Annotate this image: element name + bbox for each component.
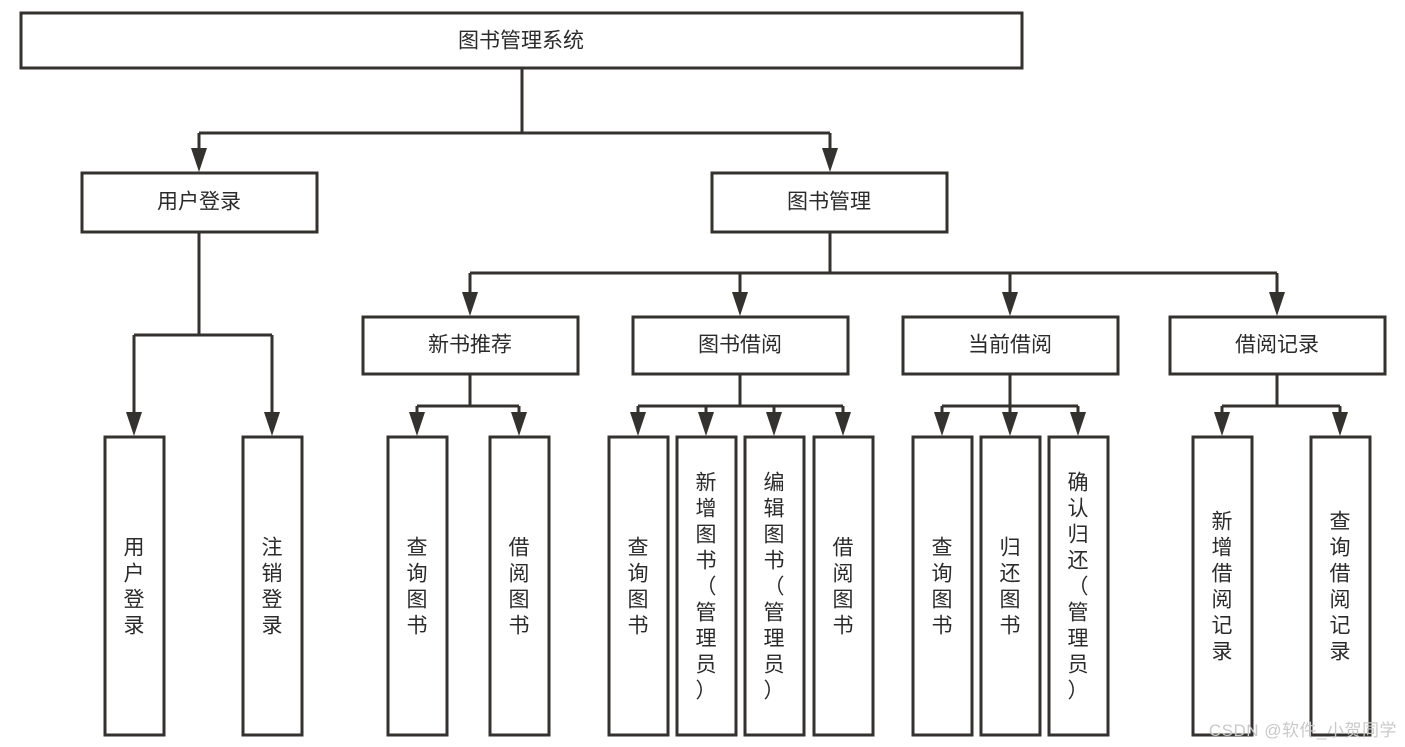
arrow-to-leaf-borrow-book-1 — [511, 412, 527, 436]
node-root-box[interactable] — [19, 11, 1024, 70]
arrow-to-leaf-borrow-book-2 — [835, 412, 851, 436]
node-leaf-return-book-box[interactable] — [979, 435, 1042, 737]
connector-group-book-borrow-to-leaves — [630, 374, 851, 436]
arrow-to-leaf-query-book-1 — [409, 412, 425, 436]
node-borrow-record[interactable]: 借阅记录 — [1168, 315, 1387, 376]
csdn-watermark: CSDN @软件_小贺同学 — [1208, 721, 1397, 740]
node-book-management-box[interactable] — [710, 171, 949, 234]
node-leaf-query-book-1-box[interactable] — [386, 435, 449, 737]
node-leaf-query-book-2[interactable]: 查询图书 — [607, 435, 670, 737]
connector-group-borrow-record-to-leaves — [1214, 374, 1348, 436]
node-leaf-add-borrow-record-box[interactable] — [1191, 435, 1254, 737]
arrow-to-leaf-edit-book — [766, 412, 782, 436]
connector-group-user-login-to-leaves — [126, 232, 280, 436]
node-leaf-user-login-label: 用户登录 — [124, 536, 145, 637]
node-leaf-borrow-book-2[interactable]: 借阅图书 — [812, 435, 875, 737]
node-current-borrow-box[interactable] — [901, 315, 1120, 376]
node-user-login[interactable]: 用户登录 — [80, 171, 319, 234]
node-leaf-confirm-return-label: 确认归还（管理员） — [1068, 471, 1089, 702]
node-root[interactable]: 图书管理系统 — [19, 11, 1024, 70]
node-leaf-borrow-book-2-box[interactable] — [812, 435, 875, 737]
arrow-to-leaf-add-borrow-record — [1214, 412, 1230, 436]
node-leaf-confirm-return[interactable]: 确认归还（管理员） — [1047, 435, 1110, 737]
node-new-book-recommend-box[interactable] — [361, 315, 580, 376]
node-current-borrow[interactable]: 当前借阅 — [901, 315, 1120, 376]
node-leaf-edit-book-box[interactable] — [743, 435, 806, 737]
node-leaf-query-borrow-record[interactable]: 查询借阅记录 — [1309, 435, 1372, 737]
node-leaf-borrow-book-1-label: 借阅图书 — [509, 536, 530, 637]
node-leaf-query-borrow-record-box[interactable] — [1309, 435, 1372, 737]
connector-group-new-book-recommend-to-leaves — [409, 374, 527, 436]
node-leaf-query-borrow-record-label: 查询借阅记录 — [1330, 510, 1351, 663]
node-leaf-add-borrow-record[interactable]: 新增借阅记录 — [1191, 435, 1254, 737]
node-borrow-record-label: 借阅记录 — [1235, 334, 1319, 357]
node-leaf-user-login-box[interactable] — [103, 435, 166, 737]
node-leaf-add-book-label: 新增图书（管理员） — [696, 471, 717, 702]
node-user-login-label: 用户登录 — [157, 191, 241, 214]
node-leaf-add-book[interactable]: 新增图书（管理员） — [675, 435, 738, 737]
node-book-management-label: 图书管理 — [787, 191, 871, 214]
node-leaf-edit-book-label: 编辑图书（管理员） — [764, 471, 785, 702]
node-leaf-query-book-3-box[interactable] — [911, 435, 974, 737]
node-leaf-add-borrow-record-label: 新增借阅记录 — [1212, 510, 1233, 663]
arrow-to-leaf-query-borrow-record — [1332, 412, 1348, 436]
node-leaf-borrow-book-1[interactable]: 借阅图书 — [488, 435, 551, 737]
node-book-borrow-box[interactable] — [631, 315, 850, 376]
node-book-borrow-label: 图书借阅 — [698, 334, 782, 357]
node-user-login-box[interactable] — [80, 171, 319, 234]
node-leaf-return-book[interactable]: 归还图书 — [979, 435, 1042, 737]
node-leaf-logout-login-box[interactable] — [241, 435, 304, 737]
arrow-to-leaf-confirm-return — [1070, 412, 1086, 436]
arrow-to-current-borrow — [1002, 292, 1018, 316]
arrow-to-new-book-recommend — [462, 292, 478, 316]
arrow-to-leaf-query-book-2 — [630, 412, 646, 436]
connector-group-current-borrow-to-leaves — [934, 374, 1086, 436]
node-leaf-user-login[interactable]: 用户登录 — [103, 435, 166, 737]
node-leaf-confirm-return-box[interactable] — [1047, 435, 1110, 737]
arrow-to-leaf-add-book — [698, 412, 714, 436]
node-borrow-record-box[interactable] — [1168, 315, 1387, 376]
arrow-to-user-login — [191, 148, 207, 172]
node-book-management[interactable]: 图书管理 — [710, 171, 949, 234]
node-leaf-query-book-3[interactable]: 查询图书 — [911, 435, 974, 737]
node-root-label: 图书管理系统 — [458, 30, 584, 53]
node-leaf-edit-book[interactable]: 编辑图书（管理员） — [743, 435, 806, 737]
node-leaf-query-book-2-box[interactable] — [607, 435, 670, 737]
node-book-borrow[interactable]: 图书借阅 — [631, 315, 850, 376]
node-leaf-logout-login[interactable]: 注销登录 — [241, 435, 304, 737]
node-leaf-logout-login-label: 注销登录 — [262, 536, 283, 637]
arrow-to-borrow-record — [1269, 292, 1285, 316]
node-leaf-query-book-2-label: 查询图书 — [628, 536, 649, 637]
arrow-to-book-management — [822, 148, 838, 172]
connector-group-book-management-to-level3 — [462, 232, 1285, 316]
node-leaf-borrow-book-2-label: 借阅图书 — [833, 536, 854, 637]
connector-group-root-to-level2 — [191, 68, 838, 172]
arrow-to-leaf-return-book — [1002, 412, 1018, 436]
node-leaf-query-book-1-label: 查询图书 — [407, 536, 428, 637]
arrow-to-leaf-query-book-3 — [934, 412, 950, 436]
node-new-book-recommend-label: 新书推荐 — [428, 334, 512, 357]
arrow-to-book-borrow — [732, 292, 748, 316]
arrow-to-leaf-user-login — [126, 412, 142, 436]
node-current-borrow-label: 当前借阅 — [968, 334, 1052, 357]
node-leaf-query-book-3-label: 查询图书 — [932, 536, 953, 637]
node-leaf-query-book-1[interactable]: 查询图书 — [386, 435, 449, 737]
node-leaf-borrow-book-1-box[interactable] — [488, 435, 551, 737]
node-leaf-add-book-box[interactable] — [675, 435, 738, 737]
arrow-to-leaf-logout-login — [264, 412, 280, 436]
node-leaf-return-book-label: 归还图书 — [1000, 536, 1021, 637]
node-new-book-recommend[interactable]: 新书推荐 — [361, 315, 580, 376]
